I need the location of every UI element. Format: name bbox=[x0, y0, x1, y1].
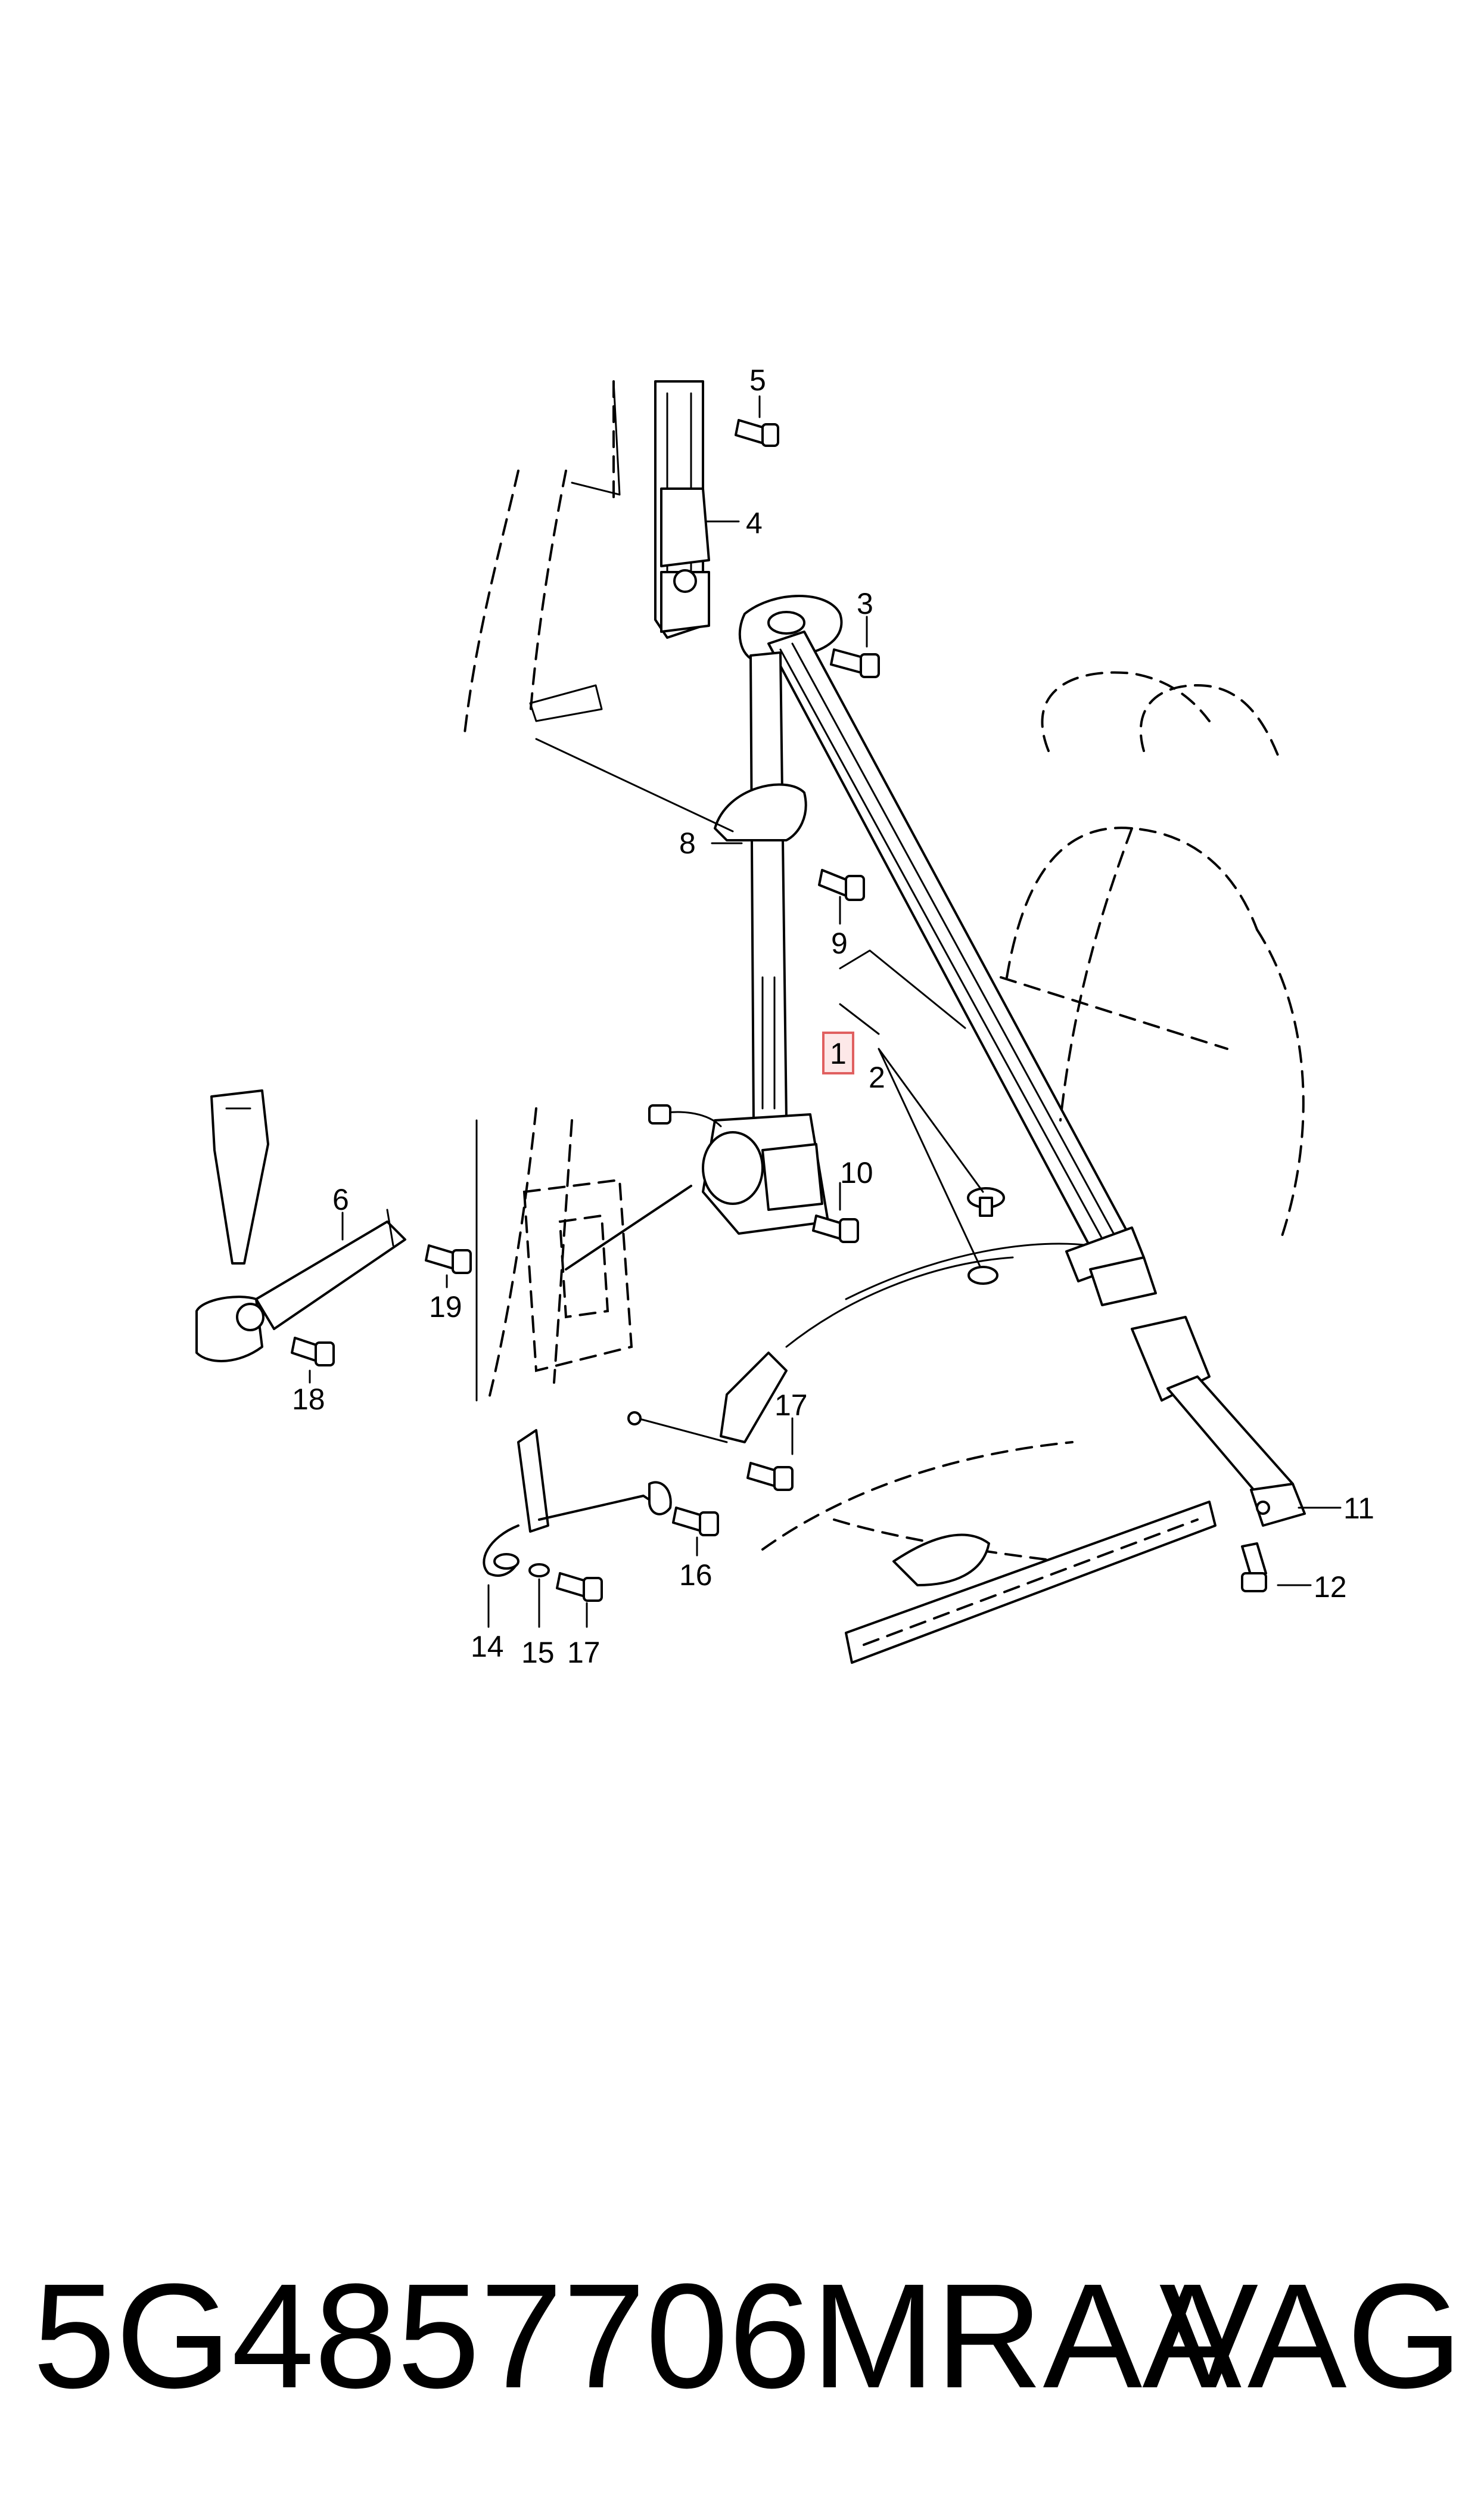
callout-16[interactable]: 16 bbox=[679, 1558, 713, 1592]
b-pillar-outline bbox=[463, 380, 633, 1402]
seat-outline bbox=[761, 671, 1305, 1563]
callout-3[interactable]: 3 bbox=[857, 587, 873, 620]
lower-anchor-17 bbox=[627, 1352, 788, 1443]
callout-17-lower[interactable]: 17 bbox=[567, 1636, 601, 1669]
callout-labels: 1 2 3 4 5 6 8 9 10 11 12 14 15 16 17 17 … bbox=[292, 364, 1374, 1669]
clip-2 bbox=[967, 1187, 1005, 1285]
bolt-12 bbox=[1241, 1542, 1267, 1592]
bolt-17-upper bbox=[746, 1462, 794, 1491]
callout-17-upper[interactable]: 17 bbox=[774, 1389, 808, 1422]
callout-18[interactable]: 18 bbox=[292, 1383, 325, 1416]
callout-10[interactable]: 10 bbox=[840, 1156, 873, 1189]
callout-11[interactable]: 11 bbox=[1343, 1492, 1374, 1525]
bolt-10 bbox=[812, 1215, 859, 1243]
bolt-3 bbox=[830, 648, 880, 678]
belt-guide-8 bbox=[535, 738, 807, 841]
callout-2[interactable]: 2 bbox=[869, 1061, 885, 1094]
callout-8[interactable]: 8 bbox=[679, 827, 696, 860]
callout-9[interactable]: 9 bbox=[831, 927, 848, 960]
bolt-5 bbox=[735, 419, 779, 447]
seat-buckle-right bbox=[1131, 1316, 1294, 1509]
vertical-webbing bbox=[749, 651, 788, 1125]
left-seat-buckle bbox=[195, 1089, 269, 1362]
callout-12[interactable]: 12 bbox=[1314, 1570, 1347, 1604]
callout-19[interactable]: 19 bbox=[429, 1290, 462, 1324]
leader-lines bbox=[309, 395, 1342, 1628]
callout-6[interactable]: 6 bbox=[332, 1183, 349, 1216]
seat-rail bbox=[845, 1501, 1217, 1664]
callout-14[interactable]: 14 bbox=[471, 1630, 504, 1663]
upper-deflection-fitting bbox=[738, 595, 843, 663]
washer-15 bbox=[528, 1563, 550, 1577]
latch-plate bbox=[1065, 1226, 1157, 1306]
seat-cable-assembly bbox=[483, 1429, 672, 1577]
shoulder-webbing bbox=[767, 630, 1139, 1271]
callout-5[interactable]: 5 bbox=[749, 364, 766, 397]
anchor-plate-11 bbox=[1250, 1483, 1306, 1527]
brand-label: VAG bbox=[1159, 2253, 1463, 2419]
screw-9 bbox=[818, 869, 865, 901]
bolt-19 bbox=[425, 1244, 472, 1274]
callout-15[interactable]: 15 bbox=[521, 1636, 555, 1669]
height-adjuster-rail bbox=[571, 380, 710, 639]
buckle-bracket-6 bbox=[255, 1209, 406, 1330]
part-number-footer: 5G4857706MRAA VAG bbox=[33, 2253, 1463, 2419]
bolt-18 bbox=[291, 1337, 335, 1366]
belt-retractor bbox=[565, 1104, 829, 1271]
part-number: 5G4857706MRAA bbox=[33, 2253, 1242, 2419]
bolt-17-lower bbox=[556, 1572, 603, 1602]
callout-1[interactable]: 1 bbox=[830, 1037, 847, 1070]
bolt-16 bbox=[672, 1507, 719, 1536]
callout-4[interactable]: 4 bbox=[746, 507, 763, 540]
callout-1-highlight bbox=[822, 1032, 854, 1074]
